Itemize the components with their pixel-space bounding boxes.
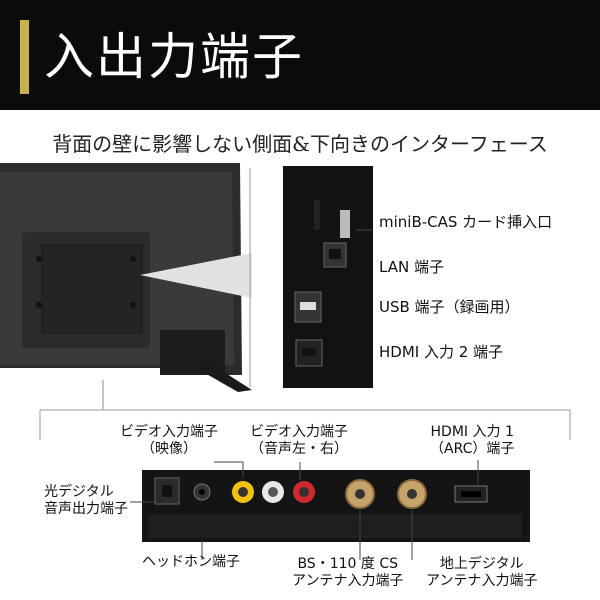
page-title: 入出力端子 — [44, 28, 304, 86]
label-audio-input: ビデオ入力端子 （音声左・右） — [250, 424, 348, 457]
tv-back — [0, 163, 252, 392]
label-bs-antenna: BS・110 度 CS アンテナ入力端子 — [292, 556, 404, 589]
side-port-label-hdmi2: HDMI 入力 2 端子 — [379, 343, 504, 361]
bottom-panel — [142, 470, 530, 542]
label-headphone: ヘッドホン端子 — [142, 554, 240, 570]
header-banner: 入出力端子 — [0, 0, 600, 110]
accent-bar — [20, 20, 29, 94]
side-panel — [283, 166, 373, 388]
label-hdmi1: HDMI 入力 1 （ARC）端子 — [430, 424, 515, 457]
side-port-label-minibcas: miniB-CAS カード挿入口 — [379, 213, 553, 231]
leader-lines — [130, 229, 479, 560]
label-video-input: ビデオ入力端子 （映像） — [120, 424, 218, 457]
page-subtitle: 背面の壁に影響しない側面&下向きのインターフェース — [52, 132, 548, 156]
label-optical: 光デジタル 音声出力端子 — [44, 484, 128, 517]
label-terrestrial-antenna: 地上デジタル アンテナ入力端子 — [426, 556, 538, 589]
side-port-label-lan: LAN 端子 — [379, 258, 444, 276]
side-port-label-usb: USB 端子（録画用） — [379, 298, 520, 316]
